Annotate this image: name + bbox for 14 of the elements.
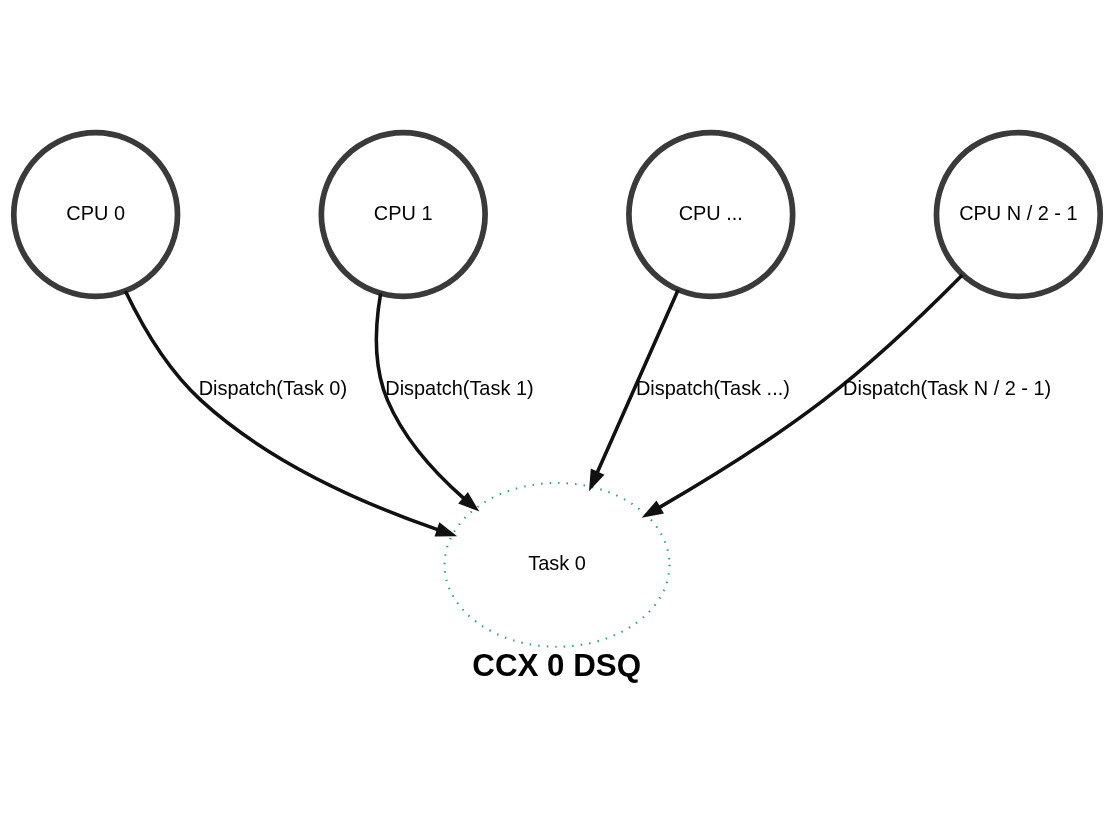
edge-label: Dispatch(Task ...) xyxy=(635,376,790,399)
node-circle: CPU ... xyxy=(626,129,796,299)
edge-label: Dispatch(Task 0) xyxy=(198,376,348,399)
node-circle: CPU 1 xyxy=(318,129,488,299)
arrow xyxy=(123,289,458,536)
node-circle: CPU 0 xyxy=(10,129,181,299)
arrow xyxy=(374,292,480,512)
arrow xyxy=(588,288,680,491)
node-circle: CPU N / 2 - 1 xyxy=(933,129,1104,299)
caption: CCX 0 DSQ xyxy=(472,647,642,683)
edge-label: Dispatch(Task N / 2 - 1) xyxy=(843,376,1052,399)
edge-label: Dispatch(Task 1) xyxy=(385,376,534,399)
node-ellipse: Task 0 xyxy=(443,481,671,648)
arrow xyxy=(641,273,964,518)
